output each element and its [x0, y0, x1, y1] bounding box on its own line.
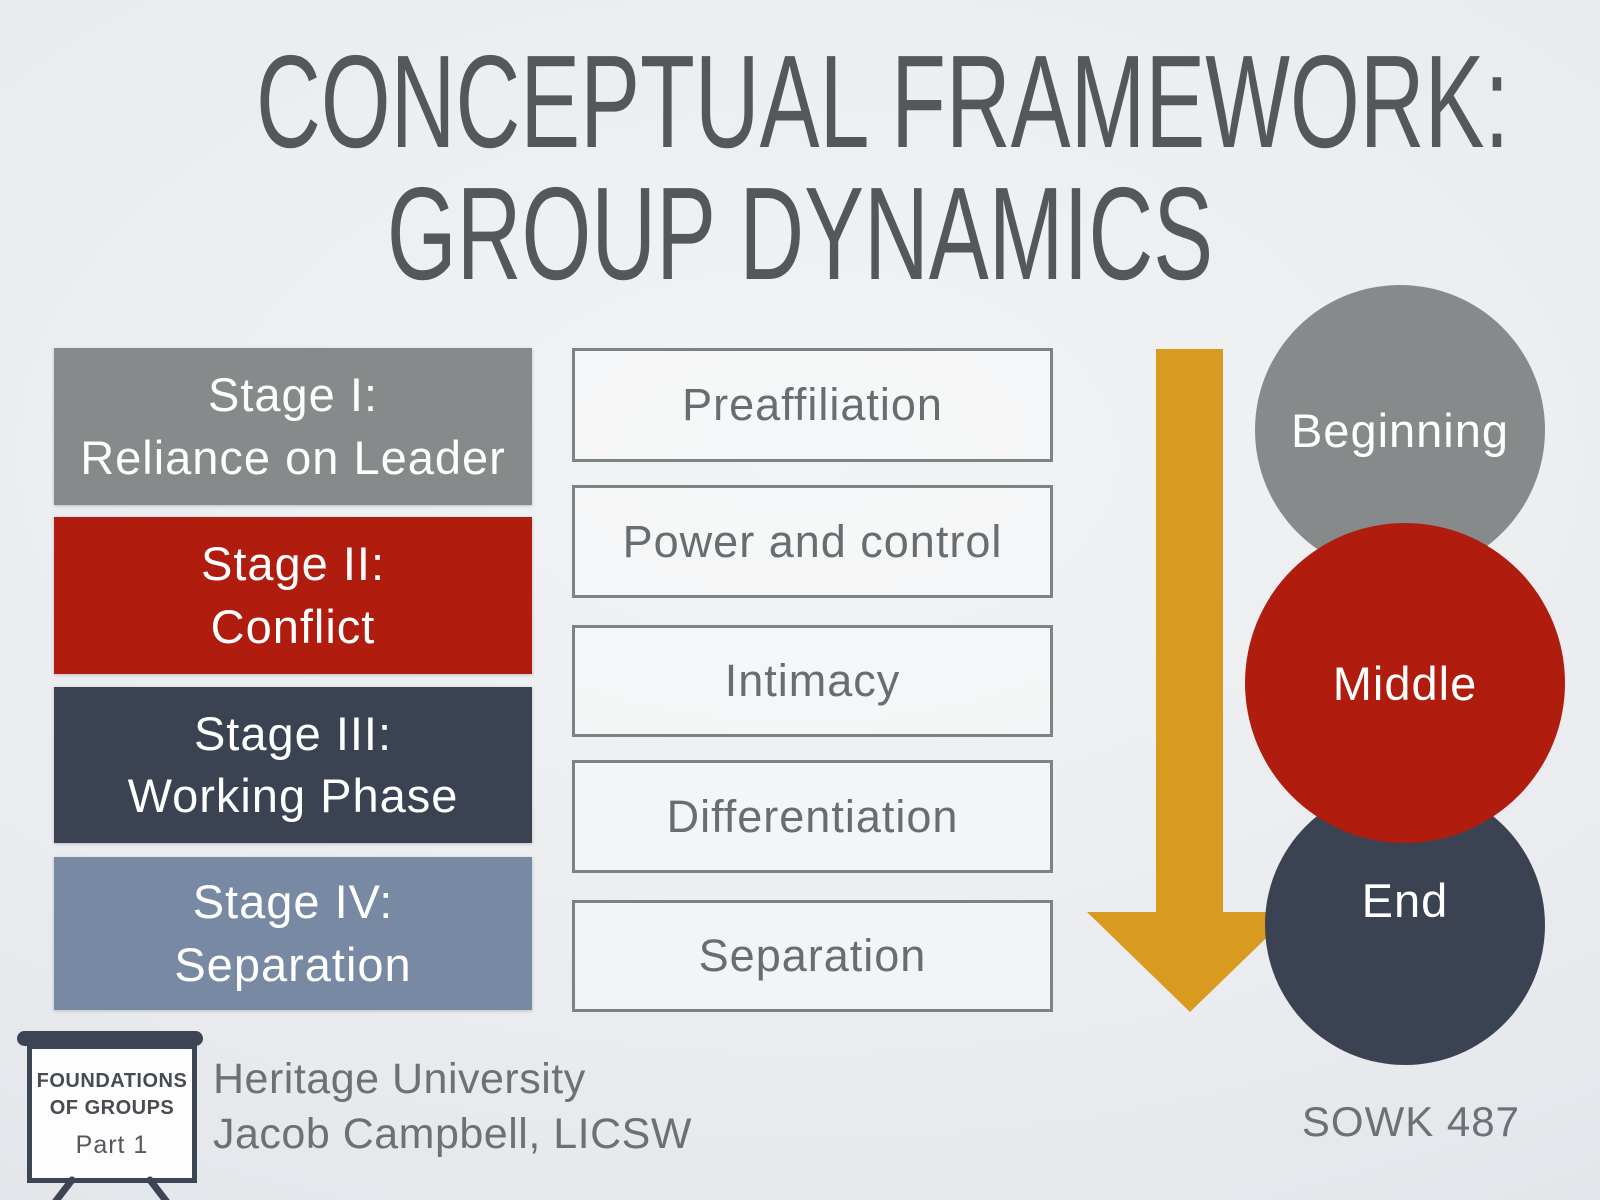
slide-title: CONCEPTUAL FRAMEWORK: GROUP DYNAMICS: [256, 28, 1510, 307]
stage-1-label-line-2: Reliance on Leader: [80, 430, 506, 484]
badge-title: FOUNDATIONS OF GROUPS: [37, 1068, 188, 1122]
phase-box-separation: Separation: [572, 900, 1053, 1012]
phase-box-differentiation: Differentiation: [572, 760, 1053, 873]
phase-2-label: Power and control: [622, 515, 1003, 567]
credit-institution: Heritage University: [213, 1055, 586, 1103]
stage-2-label-line-1: Stage II:: [200, 537, 386, 591]
stage-3-label-line-1: Stage III:: [193, 706, 393, 760]
timeline-label-beginning: Beginning: [1290, 403, 1510, 457]
stage-2-label-line-2: Conflict: [210, 599, 376, 653]
timeline-label-middle: Middle: [1332, 656, 1478, 710]
easel-top-bar: [17, 1031, 203, 1046]
stage-box-conflict: Stage II: Conflict: [54, 517, 532, 674]
phase-4-label: Differentiation: [666, 790, 959, 842]
slide-title-line-1: CONCEPTUAL FRAMEWORK:: [256, 28, 1510, 175]
credit-author: Jacob Campbell, LICSW: [213, 1110, 692, 1159]
badge-title-line-2: OF GROUPS: [49, 1096, 175, 1119]
phase-5-label: Separation: [698, 930, 927, 981]
badge-part-label: Part 1: [75, 1130, 149, 1159]
stage-3-label-line-2: Working Phase: [127, 769, 459, 822]
foundations-of-groups-badge: FOUNDATIONS OF GROUPS Part 1: [0, 1025, 220, 1200]
timeline-circle-middle: Middle: [1245, 523, 1565, 843]
stage-box-separation: Stage IV: Separation: [54, 857, 532, 1010]
course-code: SOWK 487: [1301, 1098, 1520, 1145]
down-arrow-shape: [1087, 349, 1293, 1012]
timeline-label-end: End: [1361, 873, 1449, 927]
badge-title-line-1: FOUNDATIONS: [36, 1069, 188, 1092]
stage-4-label-line-2: Separation: [174, 937, 412, 991]
phase-box-preaffiliation: Preaffiliation: [572, 348, 1053, 462]
easel-legs: [52, 1176, 170, 1200]
stage-1-label-line-1: Stage I:: [208, 368, 378, 422]
stage-4-label-line-1: Stage IV:: [192, 875, 394, 929]
easel-board: FOUNDATIONS OF GROUPS Part 1: [27, 1044, 197, 1183]
stage-box-reliance-on-leader: Stage I: Reliance on Leader: [54, 348, 532, 505]
stage-box-working-phase: Stage III: Working Phase: [54, 687, 532, 843]
phase-3-label: Intimacy: [724, 655, 901, 706]
phase-1-label: Preaffiliation: [682, 379, 943, 430]
slide-title-line-2: GROUP DYNAMICS: [386, 160, 1214, 307]
phase-box-intimacy: Intimacy: [572, 625, 1053, 737]
phase-box-power-and-control: Power and control: [572, 485, 1053, 598]
credits-block: Heritage University Jacob Campbell, LICS…: [213, 1052, 692, 1162]
